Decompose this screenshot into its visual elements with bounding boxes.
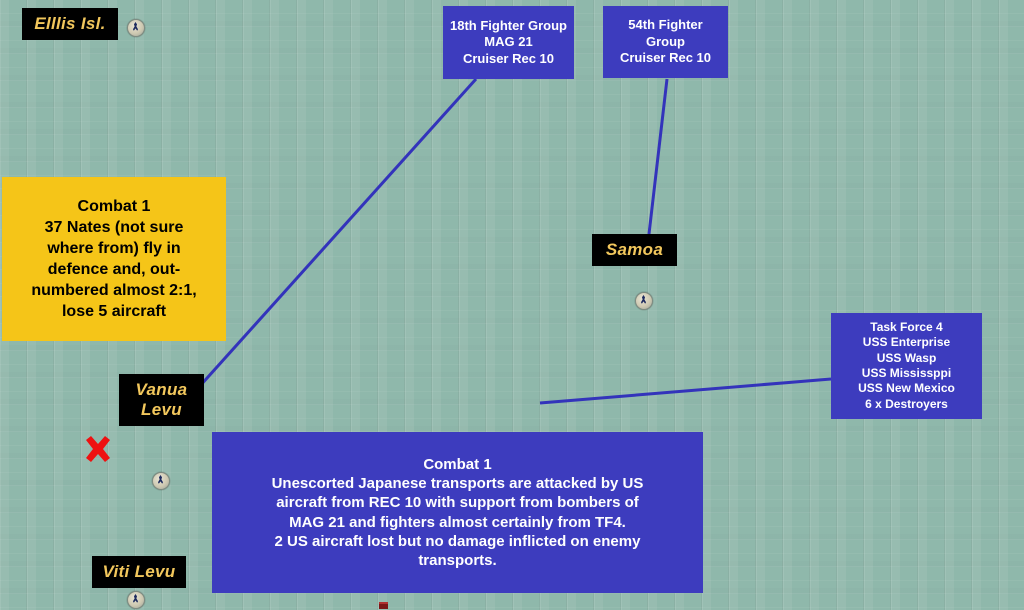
unit-box-tf4: Task Force 4 USS Enterprise USS Wasp USS… [831, 313, 982, 419]
island-label-vanua: Vanua Levu [119, 374, 204, 426]
connector-line-fg54-to-samoa [647, 78, 669, 235]
unit-counter-icon-samoa[interactable] [635, 292, 653, 310]
island-label-samoa: Samoa [592, 234, 677, 266]
unit-box-fg18: 18th Fighter Group MAG 21 Cruiser Rec 10 [443, 6, 574, 79]
connector-line-tf4-to-sea [539, 377, 832, 405]
battle-x-marker [83, 434, 113, 464]
island-label-viti: Viti Levu [92, 556, 186, 588]
unit-counter-icon-viti[interactable] [127, 591, 145, 609]
connector-line-fg18-to-vanua [197, 77, 478, 389]
note-box-combat1-summary: Combat 1 37 Nates (not sure where from) … [2, 177, 226, 341]
unit-counter-icon-ellis[interactable] [127, 19, 145, 37]
unit-box-combat1-detail: Combat 1 Unescorted Japanese transports … [212, 432, 703, 593]
unit-counter-icon-vanua[interactable] [152, 472, 170, 490]
island-label-ellis: Elllis Isl. [22, 8, 118, 40]
unit-box-fg54: 54th Fighter Group Cruiser Rec 10 [603, 6, 728, 78]
edge-marker-icon [379, 602, 388, 609]
